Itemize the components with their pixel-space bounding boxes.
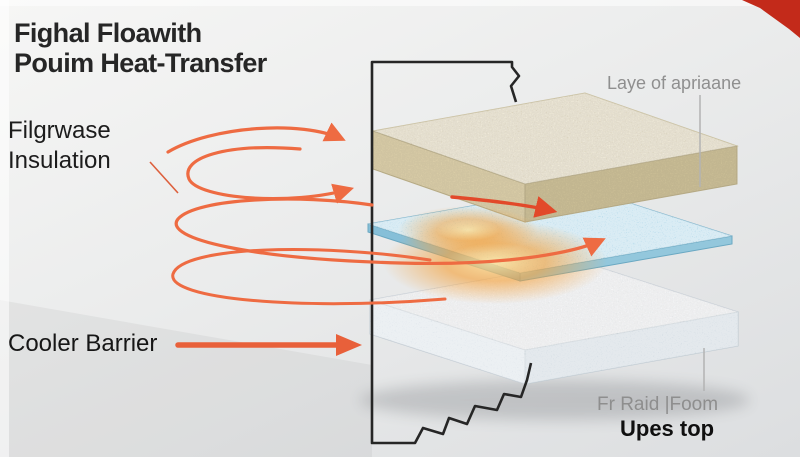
label-foam-sub: Fr Raid |Foom: [597, 394, 719, 415]
cooler-barrier-arrow: [175, 334, 362, 356]
heat-arrow-accent: [450, 195, 558, 218]
insulation-label-line-1: Filgrwase: [8, 117, 111, 144]
title-line-2: Pouim Heat-Transfer: [14, 48, 267, 79]
top-insulation-layer: [371, 92, 739, 223]
heat-spiral-arrows: [166, 122, 606, 306]
heat-arrow-top: [166, 122, 346, 154]
main-title: Fighal Floawith Pouim Heat-Transfer: [14, 18, 267, 78]
title-line-1: Fighal Floawith: [14, 18, 202, 48]
wall-outline: [370, 60, 533, 445]
heat-arrow-loop-1: [186, 146, 354, 204]
leader-line-insulation: [149, 161, 179, 194]
label-cooler-barrier: Cooler Barrier: [8, 330, 158, 357]
leader-lines: [149, 95, 705, 391]
label-foam-main: Upes top: [620, 416, 715, 441]
heat-arrow-loop-2: [174, 197, 606, 265]
label-top-layer: Laye of apriaane: [607, 73, 742, 93]
heat-arrow-loop-3: [171, 248, 447, 306]
stack-shadow: [360, 380, 750, 420]
insulation-label-line-2: Insulation: [8, 146, 111, 174]
corner-red-accent: [742, 0, 800, 38]
label-fiberglass-insulation: Filgrwase Insulation: [8, 116, 111, 176]
